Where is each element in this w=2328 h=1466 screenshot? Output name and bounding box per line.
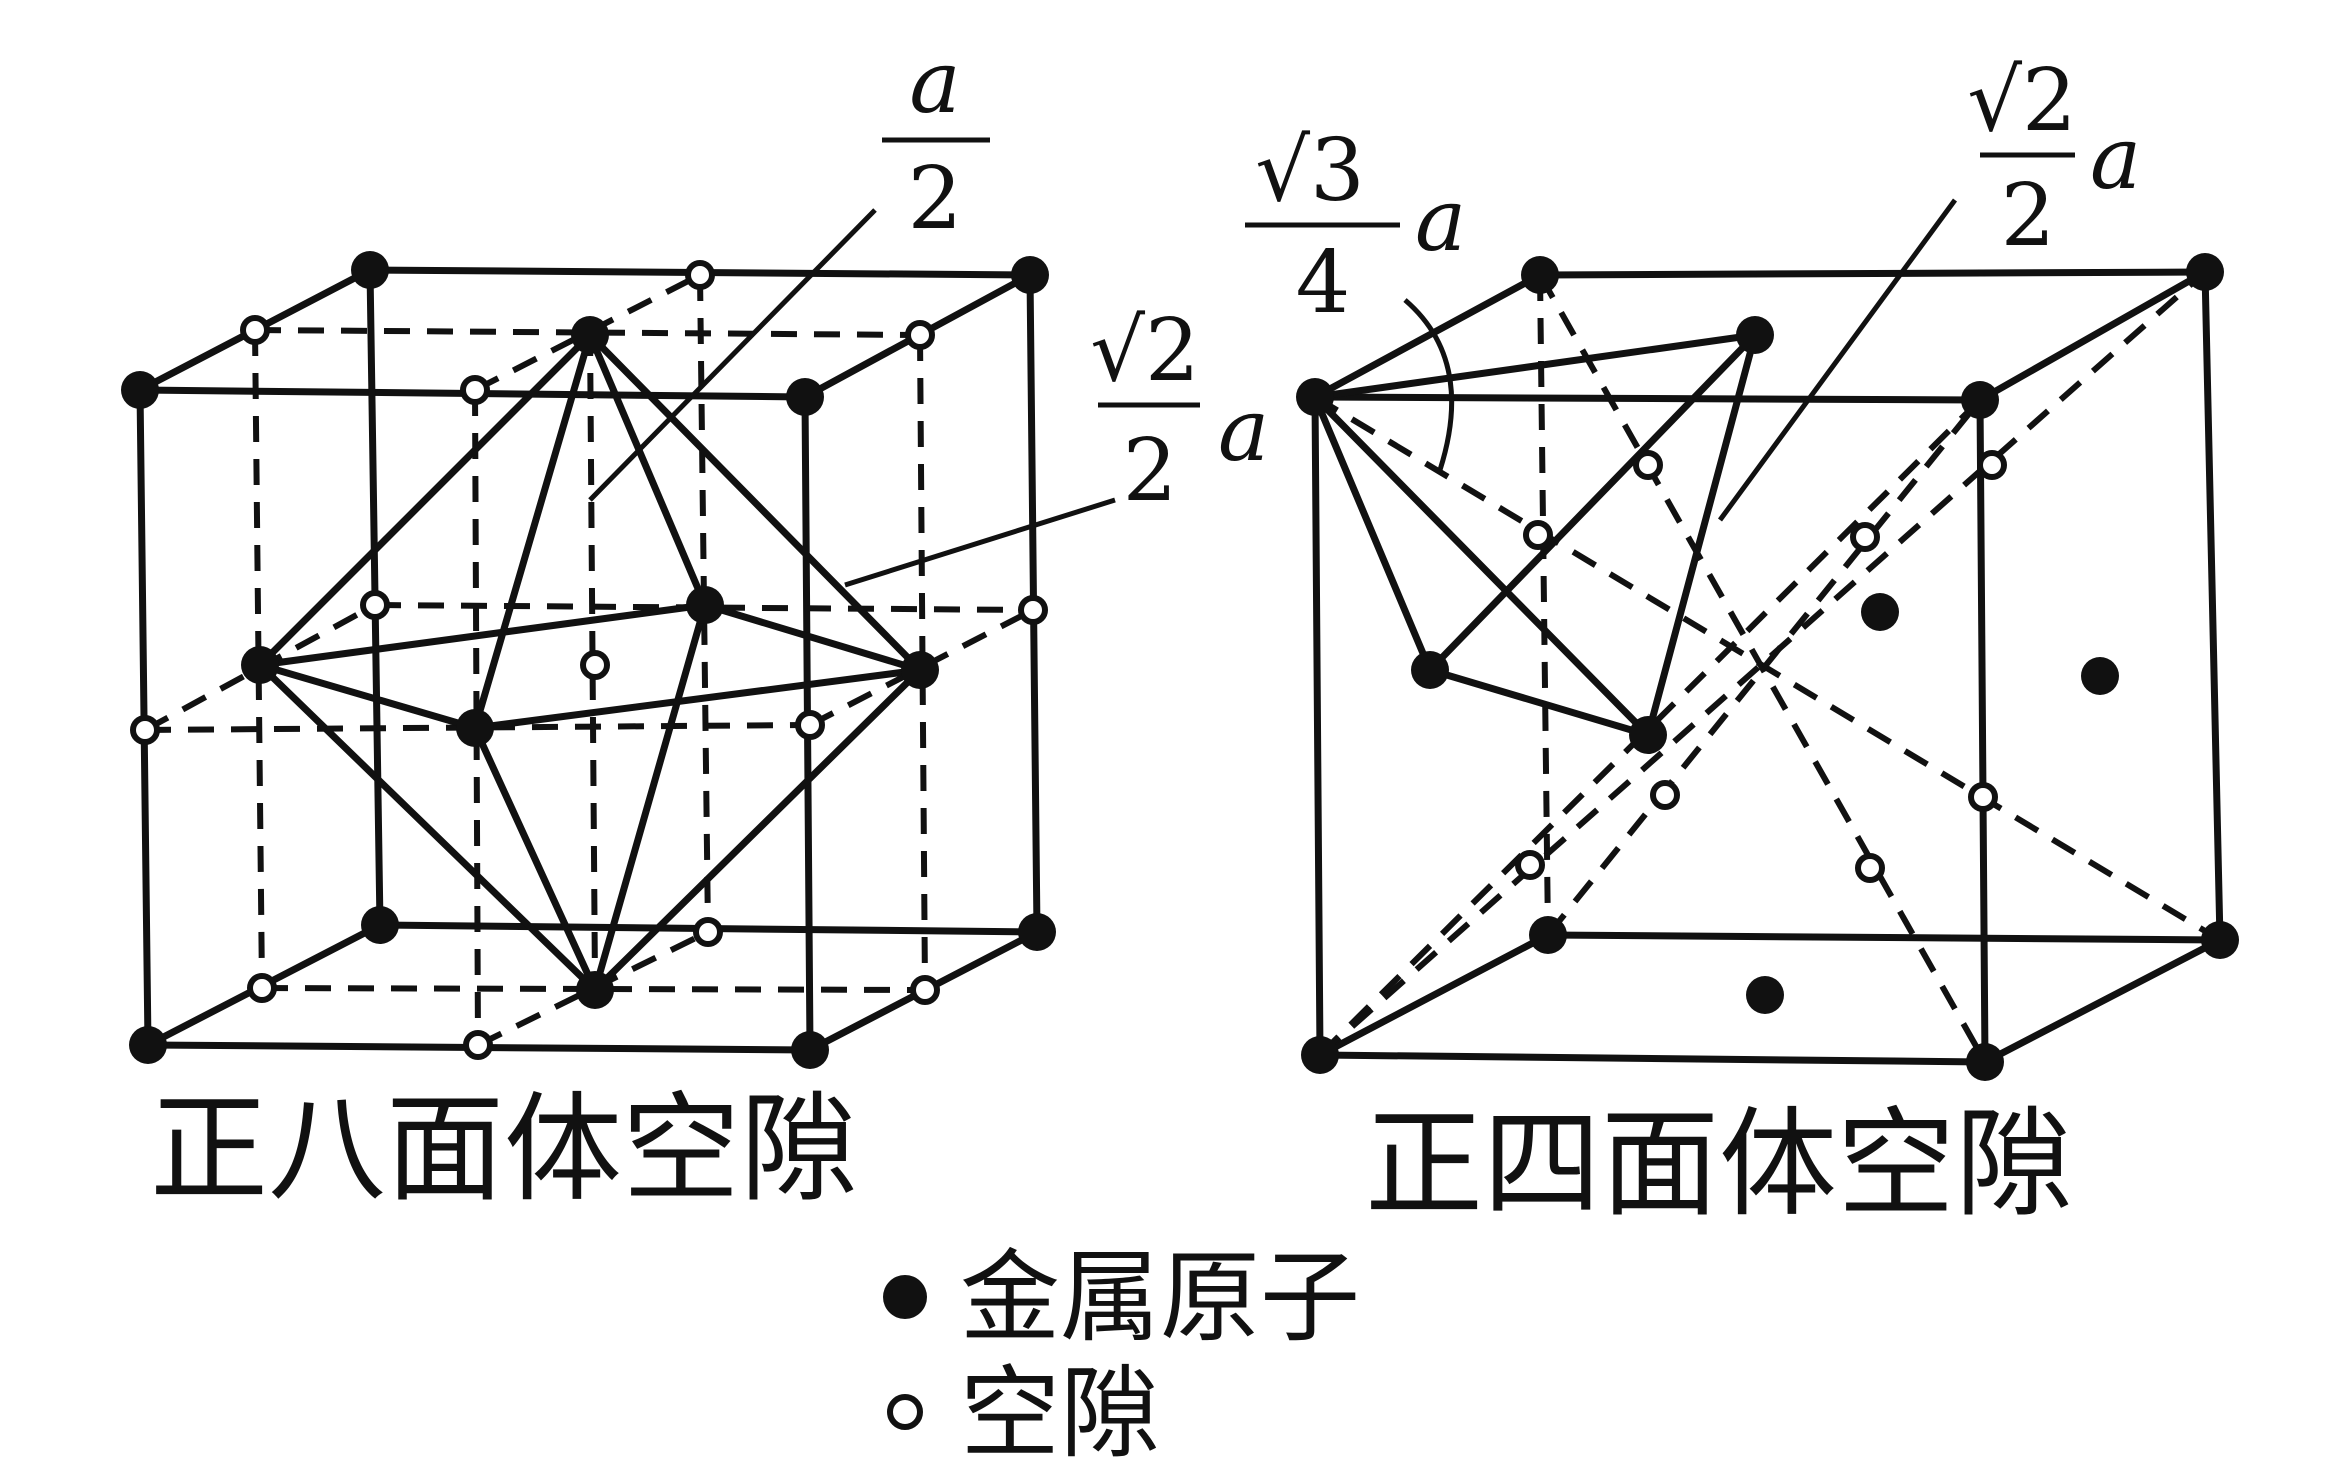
svg-text:a: a	[1415, 171, 1466, 271]
void	[1855, 853, 1885, 883]
void	[910, 975, 940, 1005]
void	[1523, 520, 1553, 550]
metal-atom	[576, 971, 614, 1009]
legend-metal-atom-label: 金属原子	[960, 1239, 1360, 1356]
void	[240, 315, 270, 345]
void	[693, 917, 723, 947]
tetrahedral-voids	[1515, 450, 2007, 883]
svg-text:a: a	[1218, 381, 1269, 481]
octahedral-voids	[130, 260, 1048, 1060]
void	[685, 260, 715, 290]
metal-atom	[1966, 1043, 2004, 1081]
void	[130, 715, 160, 745]
svg-text:2: 2	[1123, 421, 1178, 521]
metal-atom	[686, 586, 724, 624]
svg-text:√2: √2	[1967, 51, 2077, 151]
hollow-circle-icon	[887, 1394, 923, 1430]
tetrahedral-cube-edges	[1311, 268, 2224, 1066]
leader-root2-a-right	[1717, 198, 1958, 522]
metal-atom	[1521, 256, 1559, 294]
label-root3-a: √3 4 a	[1245, 121, 1466, 333]
void	[1968, 782, 1998, 812]
legend: 金属原子 空隙	[883, 1239, 1360, 1466]
octahedron-edges	[256, 331, 924, 994]
void	[580, 650, 610, 680]
void	[460, 375, 490, 405]
metal-atom	[571, 316, 609, 354]
metal-atom	[2081, 657, 2119, 695]
metal-atom	[1296, 378, 1334, 416]
metal-atom	[1736, 316, 1774, 354]
leader-root2-a-left	[844, 497, 1116, 588]
void	[1977, 450, 2007, 480]
label-root2-a-left: √2 2 a	[1090, 301, 1269, 521]
svg-text:√2: √2	[1090, 301, 1200, 401]
metal-atom	[129, 1026, 167, 1064]
metal-atom	[786, 378, 824, 416]
metal-atom	[1411, 651, 1449, 689]
legend-void-label: 空隙	[960, 1355, 1160, 1466]
tetrahedral-void-figure: √3 4 a √2 2 a 正四面体空隙	[1245, 51, 2239, 1233]
void	[1515, 850, 1545, 880]
metal-atom	[456, 709, 494, 747]
tetrahedral-caption: 正四面体空隙	[1365, 1095, 2073, 1233]
svg-text:a: a	[909, 33, 960, 133]
void	[360, 590, 390, 620]
metal-atom	[2201, 921, 2239, 959]
metal-atom	[361, 906, 399, 944]
svg-text:4: 4	[1296, 233, 1351, 333]
metal-atom	[241, 646, 279, 684]
metal-atom	[791, 1031, 829, 1069]
metal-atom	[1861, 593, 1899, 631]
metal-atom	[1529, 916, 1567, 954]
octahedral-metal-atoms	[121, 251, 1056, 1069]
label-root2-a-right: √2 2 a	[1967, 51, 2141, 266]
metal-atom	[1018, 913, 1056, 951]
void	[905, 320, 935, 350]
svg-text:a: a	[2090, 109, 2141, 209]
metal-atom	[1961, 381, 1999, 419]
octahedral-caption: 正八面体空隙	[150, 1080, 858, 1218]
void	[1650, 780, 1680, 810]
svg-text:2: 2	[908, 149, 963, 249]
filled-circle-icon	[883, 1275, 927, 1319]
angle-arc	[1403, 298, 1455, 471]
metal-atom	[2186, 253, 2224, 291]
void	[1633, 450, 1663, 480]
metal-atom	[121, 371, 159, 409]
tetrahedral-dashed-lines	[1313, 269, 2222, 1064]
svg-text:2: 2	[2001, 166, 2056, 266]
metal-atom	[351, 251, 389, 289]
metal-atom	[901, 651, 939, 689]
metal-atom	[1746, 976, 1784, 1014]
leader-half-a	[588, 208, 877, 502]
metal-atom	[1629, 716, 1667, 754]
void	[247, 973, 277, 1003]
void	[463, 1030, 493, 1060]
label-half-a: a 2	[882, 33, 990, 249]
void	[1018, 595, 1048, 625]
tetrahedral-metal-atoms	[1296, 253, 2239, 1081]
metal-atom	[1301, 1036, 1339, 1074]
tetrahedron-edges	[1311, 331, 1759, 739]
octahedral-void-figure: a 2 √2 2 a 正八面体空隙	[121, 33, 1269, 1218]
metal-atom	[1011, 256, 1049, 294]
void	[1850, 522, 1880, 552]
svg-text:√3: √3	[1255, 121, 1365, 221]
void	[795, 710, 825, 740]
